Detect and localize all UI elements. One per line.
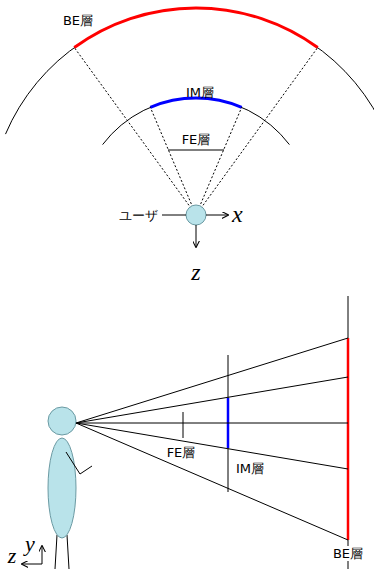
outer-arc [6, 8, 374, 134]
axis-label: y [25, 533, 35, 555]
view-line [74, 48, 196, 216]
z-axis [196, 225, 197, 247]
fe-plane [183, 412, 184, 438]
body [48, 438, 76, 538]
head [48, 407, 76, 435]
layer-label: IM層 [186, 86, 214, 99]
leg [55, 535, 57, 569]
x-axis [206, 215, 228, 216]
sight-line [76, 423, 348, 540]
axis-label: x [232, 202, 243, 226]
side-view [22, 296, 348, 569]
leg [67, 535, 69, 569]
user-label: ユーザ [119, 209, 158, 222]
be-arc [74, 8, 317, 48]
view-line [196, 48, 318, 216]
top-view [6, 8, 374, 247]
y-axis [42, 546, 43, 564]
layer-label: IM層 [236, 462, 264, 475]
be-plane [348, 296, 349, 569]
layer-label: BE層 [331, 546, 365, 561]
user-head [186, 205, 206, 225]
axis-label: z [191, 260, 200, 284]
view-line [196, 107, 242, 215]
be-active [347, 338, 350, 540]
view-line [150, 107, 196, 215]
inner-arc [103, 98, 290, 145]
layer-label: FE層 [167, 446, 196, 459]
sight-line [76, 338, 348, 423]
fe-line [168, 149, 224, 150]
sight-line [76, 423, 348, 424]
layer-label: FE層 [182, 133, 211, 146]
layer-label: BE層 [63, 14, 93, 27]
arm [66, 452, 92, 474]
im-arc [150, 98, 241, 107]
user-leader [162, 215, 186, 216]
sight-line [76, 377, 348, 423]
z-axis [22, 564, 42, 565]
axis-label: z [8, 545, 17, 567]
sight-line [76, 423, 348, 469]
